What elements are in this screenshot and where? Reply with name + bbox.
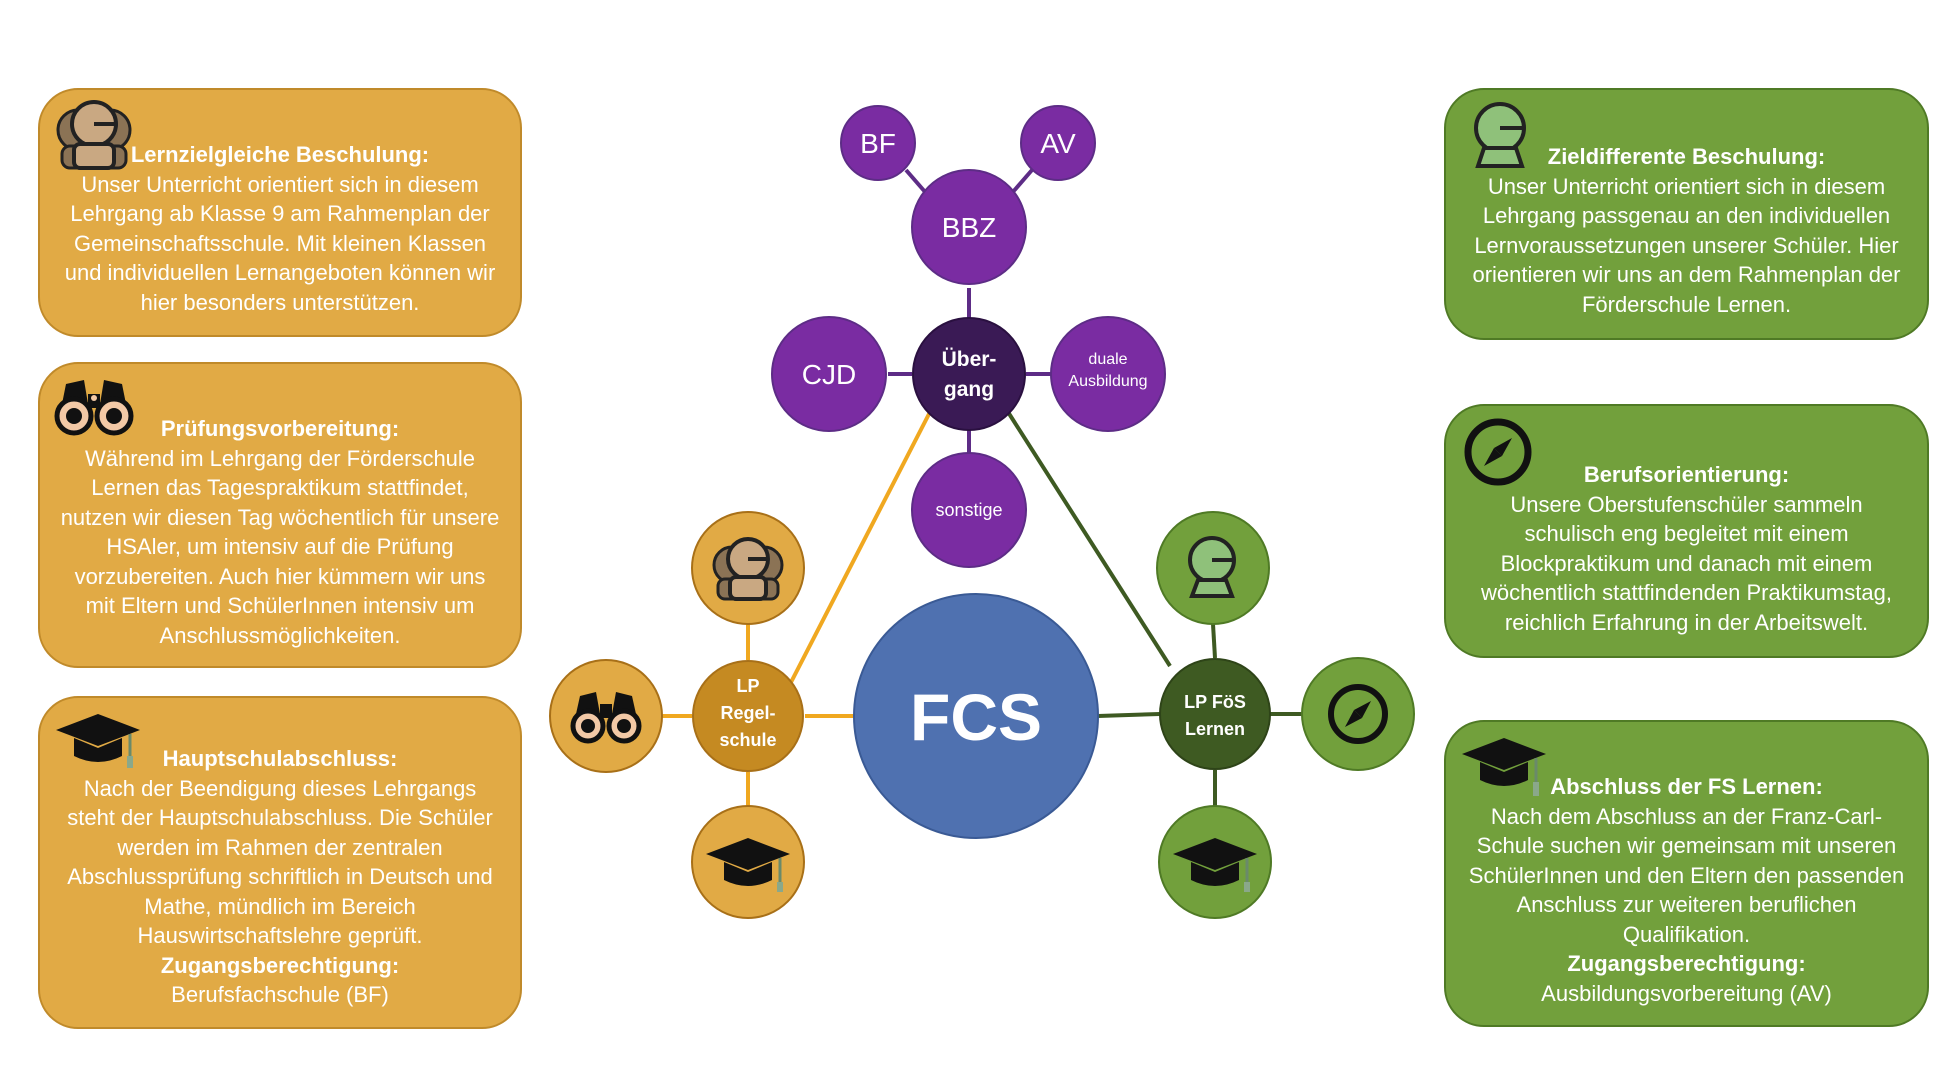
node-bbz-label: BBZ xyxy=(942,212,996,243)
binoculars-icon xyxy=(54,374,134,446)
node-av-label: AV xyxy=(1040,128,1076,159)
line-bbz-bf xyxy=(904,168,928,195)
box-subtitle: Zugangsberechtigung: xyxy=(160,952,400,978)
node-uebergang-label-1: Über- xyxy=(942,348,997,371)
line-fcs-lp-foes xyxy=(1097,712,1161,718)
box-title: Abschluss der FS Lernen: xyxy=(1550,774,1823,799)
box-title: Berufsorientierung: xyxy=(1583,462,1790,487)
node-fcs-label: FCS xyxy=(910,680,1042,754)
node-lp-regel-label-1: LP xyxy=(736,676,759,696)
node-sonstige: sonstige xyxy=(911,452,1027,568)
node-bbz: BBZ xyxy=(911,169,1027,285)
node-compass xyxy=(1301,657,1415,771)
box-title: Lernzielgleiche Beschulung: xyxy=(130,142,430,167)
node-lp-foes-lernen: LP FöS Lernen xyxy=(1159,658,1271,770)
box-subtext: Berufsfachschule (BF) xyxy=(171,982,389,1007)
person-icon xyxy=(1464,96,1534,180)
box-text: Unser Unterricht orientiert sich in dies… xyxy=(64,171,496,315)
person-icon xyxy=(1188,536,1236,598)
line-lp-foes-person xyxy=(1211,623,1217,659)
box-subtitle: Zugangsberechtigung: xyxy=(1567,951,1806,976)
node-person xyxy=(1156,511,1270,625)
node-av: AV xyxy=(1020,105,1096,181)
node-uebergang-label-2: gang xyxy=(944,378,994,401)
node-uebergang: Über- gang xyxy=(912,317,1026,431)
box-text: Während im Lehrgang der Förderschule Ler… xyxy=(60,445,500,648)
node-lp-regelschule: LP Regel- schule xyxy=(692,660,804,772)
graduation-cap-icon xyxy=(706,838,790,892)
line-uebergang-lp-foes xyxy=(1006,410,1172,668)
line-uebergang-lp-regel xyxy=(784,411,932,693)
node-cjd: CJD xyxy=(771,316,887,432)
people-icon xyxy=(712,537,784,601)
node-graduation-cap-left xyxy=(691,805,805,919)
node-cjd-label: CJD xyxy=(802,359,856,390)
node-lp-foes-label-2: Lernen xyxy=(1185,719,1245,739)
node-duale-label-1: duale xyxy=(1088,351,1127,368)
box-subtext: Ausbildungsvorbereitung (AV) xyxy=(1541,980,1832,1006)
graduation-cap-icon xyxy=(54,712,142,780)
node-bf-label: BF xyxy=(860,128,896,159)
graduation-cap-icon xyxy=(1173,838,1257,892)
box-text: Unsere Oberstufenschüler sammeln schulis… xyxy=(1481,491,1892,635)
connector-lines xyxy=(662,168,1302,806)
line-bbz-av xyxy=(1010,168,1034,195)
box-text: Unser Unterricht orientiert sich in dies… xyxy=(1472,173,1901,317)
node-duale-label-2: Ausbildung xyxy=(1068,373,1147,390)
node-lp-foes-label-1: LP FöS xyxy=(1184,692,1246,712)
node-bf: BF xyxy=(840,105,916,181)
node-binoculars xyxy=(549,659,663,773)
info-box-berufsorientierung: Berufsorientierung: Unsere Oberstufensch… xyxy=(1444,404,1929,658)
node-lp-regel-label-2: Regel- xyxy=(720,703,775,723)
graduation-cap-icon xyxy=(1460,736,1548,808)
box-text: Nach der Beendigung dieses Lehrgangs ste… xyxy=(67,775,493,949)
node-graduation-cap-right xyxy=(1158,805,1272,919)
binoculars-icon xyxy=(570,692,642,744)
node-sonstige-label: sonstige xyxy=(935,500,1002,520)
node-people xyxy=(691,511,805,625)
node-lp-regel-label-3: schule xyxy=(719,730,776,750)
info-box-pruefungsvorbereitung: Prüfungsvorbereitung: Während im Lehrgan… xyxy=(38,362,522,668)
box-title: Zieldifferente Beschulung: xyxy=(1547,144,1826,169)
info-box-abschluss-fs-lernen: Abschluss der FS Lernen: Nach dem Abschl… xyxy=(1444,720,1929,1027)
box-title: Hauptschulabschluss: xyxy=(162,746,398,771)
node-fcs: FCS xyxy=(853,593,1099,839)
info-box-hauptschulabschluss: Hauptschulabschluss: Nach der Beendigung… xyxy=(38,696,522,1029)
node-duale-ausbildung: duale Ausbildung xyxy=(1050,316,1166,432)
info-box-lernzielgleiche-beschulung: Lernzielgleiche Beschulung: Unser Unterr… xyxy=(38,88,522,337)
compass-icon xyxy=(1328,684,1388,744)
box-title: Prüfungsvorbereitung: xyxy=(160,416,400,441)
people-icon xyxy=(48,98,140,182)
box-text: Nach dem Abschluss an der Franz-Carl-Sch… xyxy=(1468,803,1905,947)
compass-icon xyxy=(1462,416,1534,496)
info-box-zieldifferente-beschulung: Zieldifferente Beschulung: Unser Unterri… xyxy=(1444,88,1929,340)
